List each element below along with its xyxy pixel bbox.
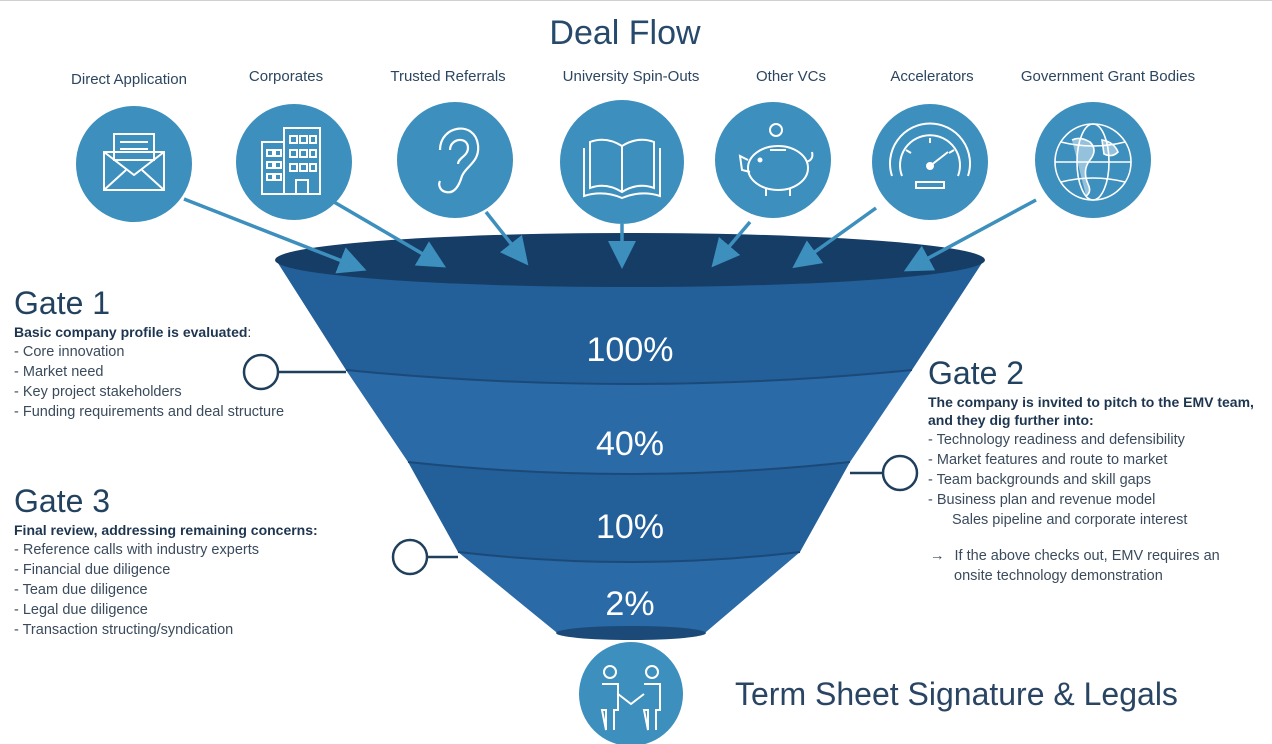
gate1-lead: Basic company profile is evaluated: (14, 324, 252, 341)
source-government-grant-bodies (1035, 102, 1151, 218)
list-item: Sales pipeline and corporate interest (952, 512, 1188, 529)
source-label-trusted-referrals: Trusted Referrals (390, 68, 506, 85)
source-label-other-vcs: Other VCs (755, 68, 827, 85)
funnel-stage-4 (458, 552, 800, 638)
handshake-people-icon (600, 665, 661, 731)
source-label-direct-application: Direct Application (71, 71, 187, 88)
gate2-list: Technology readiness and defensibility M… (928, 430, 1268, 530)
flow-arrows (183, 197, 1037, 274)
book-icon (583, 138, 661, 200)
source-label-accelerators: Accelerators (890, 68, 974, 85)
funnel-rim (275, 233, 985, 287)
gate3-connector (391, 538, 458, 576)
list-item: Business plan and revenue model (928, 490, 1268, 510)
gate3-title: Gate 3 (14, 483, 111, 519)
funnel-stage-2-percent: 40% (595, 425, 665, 463)
funnel-stage-1 (276, 260, 984, 384)
source-other-vcs (715, 102, 831, 218)
source-label-corporates: Corporates (248, 68, 324, 85)
right-arrow-icon: → (930, 548, 945, 565)
flow-arrow (711, 220, 752, 268)
funnel-stage-2 (346, 370, 912, 474)
envelope-icon (103, 133, 165, 191)
source-university-spin-outs (560, 100, 684, 224)
final-stage-label: Term Sheet Signature & Legals (735, 676, 1178, 712)
gate2-panel: Gate 2 The company is invited to pitch t… (928, 355, 1268, 586)
funnel-stage-3-percent: 10% (595, 508, 665, 546)
page-title: Deal Flow (549, 14, 701, 52)
final-stage (579, 642, 683, 744)
list-item: Team backgrounds and skill gaps (928, 470, 1268, 490)
source-direct-application (76, 106, 192, 222)
source-accelerators (872, 104, 988, 220)
funnel-stage-4-percent: 2% (605, 585, 655, 623)
gate1-title: Gate 1 (14, 285, 111, 321)
top-border (0, 0, 1272, 1)
source-label-university-spin-outs: University Spin-Outs (562, 68, 700, 85)
gate2-lead: The company is invited to pitch to the E… (928, 394, 1254, 429)
list-item: Key project stakeholders (14, 382, 344, 402)
flow-arrow (903, 198, 1037, 272)
gate2-note: → If the above checks out, EMV requires … (930, 548, 1220, 585)
gate1-list: Core innovation Market need Key project … (14, 342, 344, 422)
funnel-bottom (556, 626, 706, 640)
list-item: Legal due diligence (14, 600, 394, 620)
flow-arrow (484, 210, 529, 266)
list-item: Core innovation (14, 342, 344, 362)
source-trusted-referrals (397, 102, 513, 218)
list-item: Funding requirements and deal structure (14, 402, 344, 422)
gate3-lead: Final review, addressing remaining conce… (14, 522, 318, 539)
globe-icon (1054, 123, 1132, 201)
gate2-connector (850, 454, 919, 492)
list-item: Market need (14, 362, 344, 382)
speedometer-icon (889, 122, 971, 189)
list-item: Team due diligence (14, 580, 394, 600)
building-icon (261, 127, 321, 195)
flow-arrow (792, 206, 878, 269)
gate2-title: Gate 2 (928, 355, 1025, 391)
list-item: Market features and route to market (928, 450, 1268, 470)
list-item: Transaction structing/syndication (14, 620, 394, 640)
ear-icon (438, 127, 480, 194)
list-item: Reference calls with industry experts (14, 540, 394, 560)
funnel-stage-3 (408, 462, 850, 562)
piggy-bank-icon (738, 123, 814, 196)
list-item: Technology readiness and defensibility (928, 430, 1268, 450)
gate3-panel: Gate 3 Final review, addressing remainin… (14, 483, 394, 640)
gate3-list: Reference calls with industry experts Fi… (14, 540, 394, 640)
source-corporates (236, 104, 352, 220)
funnel-stage-1-percent: 100% (586, 331, 674, 369)
gate1-panel: Gate 1 Basic company profile is evaluate… (14, 285, 344, 422)
flow-arrow (333, 200, 447, 268)
flow-arrow (183, 197, 367, 274)
list-item: Financial due diligence (14, 560, 394, 580)
source-label-government-grant-bodies: Government Grant Bodies (1020, 68, 1196, 85)
